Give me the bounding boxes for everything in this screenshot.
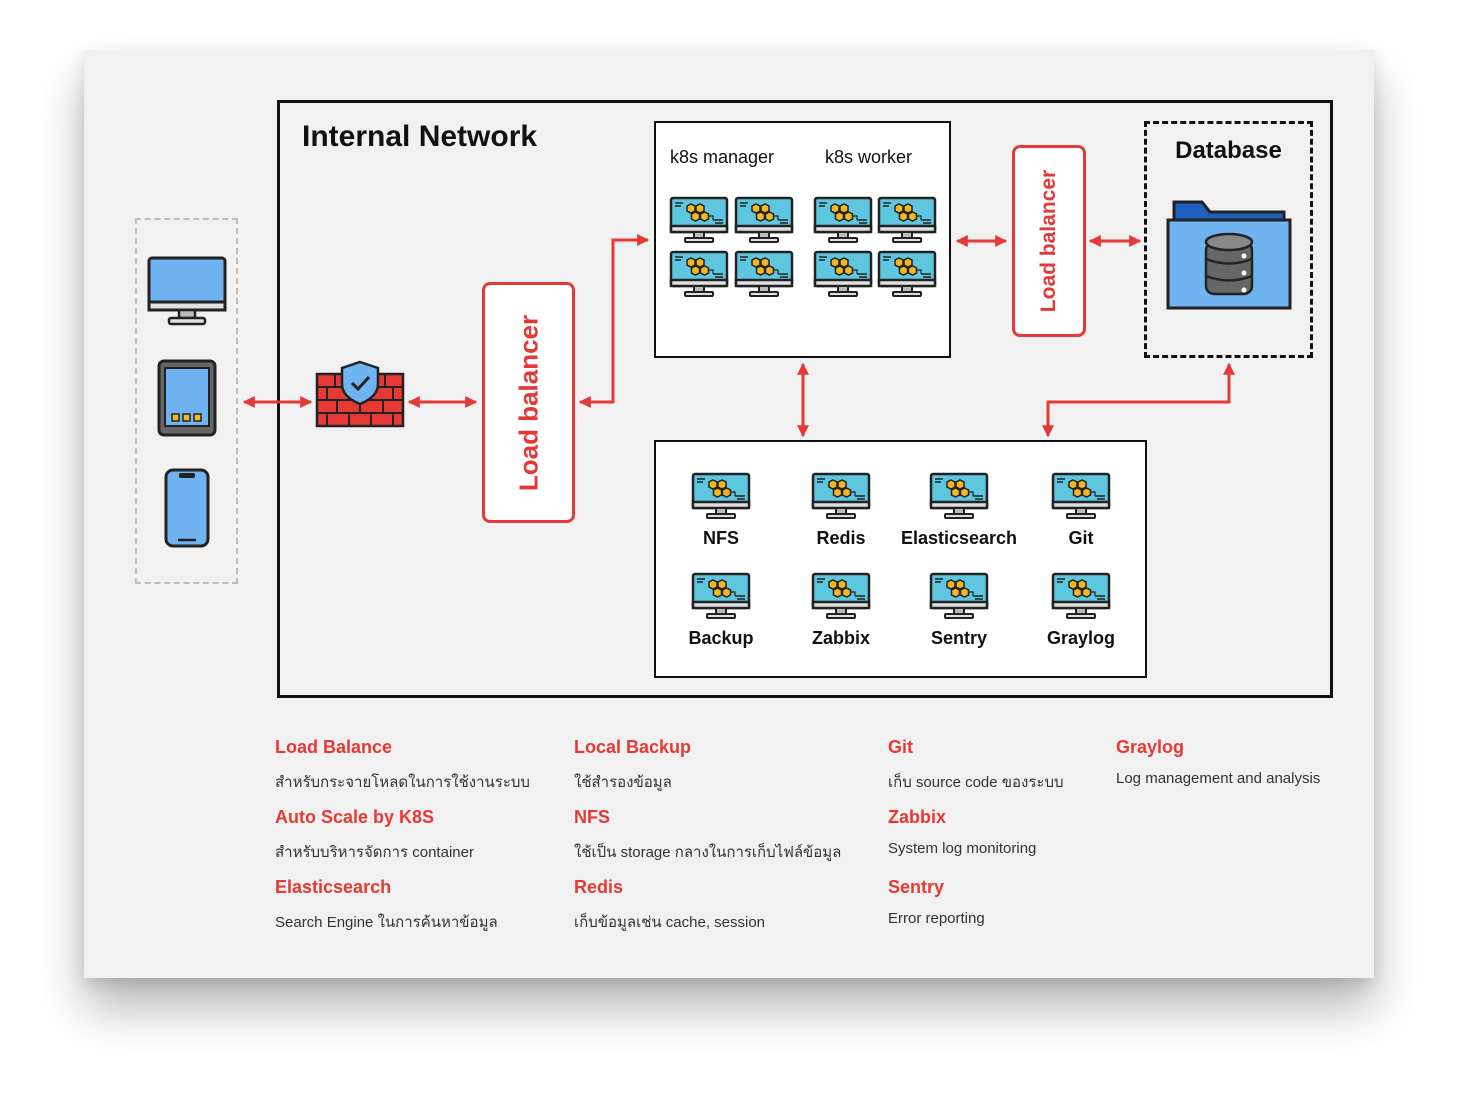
database-title: Database: [1175, 137, 1282, 164]
sentry-label: Sentry: [930, 628, 988, 648]
redis-label: Redis: [816, 528, 866, 548]
legend-desc-local-backup: ใช้สำรองข้อมูล: [574, 774, 672, 791]
elasticsearch-label: Elasticsearch: [900, 528, 1018, 548]
load-balancer-right: Load balancer: [1012, 145, 1086, 337]
legend-desc-nfs: ใช้เป็น storage กลางในการเก็บไฟล์ข้อมูล: [574, 844, 842, 861]
legend-desc-zabbix: System log monitoring: [888, 840, 1037, 857]
legend-desc-graylog: Log management and analysis: [1116, 770, 1321, 787]
legend-title-local-backup: Local Backup: [574, 737, 692, 757]
legend-title-zabbix: Zabbix: [888, 807, 947, 827]
client-devices-group: [135, 218, 238, 584]
legend-title-elasticsearch: Elasticsearch: [275, 877, 392, 897]
legend-title-sentry: Sentry: [888, 877, 945, 897]
legend-title-nfs: NFS: [574, 807, 610, 827]
backup-label: Backup: [688, 628, 754, 648]
desktop-icon: [147, 256, 227, 326]
k8s-worker-label: k8s worker: [825, 147, 913, 167]
legend-desc-auto-scale-by-k8s: สำหรับบริหารจัดการ container: [275, 844, 474, 861]
firewall-icon: [315, 360, 405, 428]
legend-desc-redis: เก็บข้อมูลเช่น cache, session: [574, 914, 766, 931]
k8s-manager-label: k8s manager: [670, 147, 775, 167]
git-label: Git: [1068, 528, 1094, 548]
legend-desc-load-balance: สำหรับกระจายโหลดในการใช้งานระบบ: [275, 774, 530, 791]
zabbix-label: Zabbix: [811, 628, 870, 648]
legend-title-redis: Redis: [574, 877, 624, 897]
legend-desc-git: เก็บ source code ของระบบ: [888, 774, 1064, 791]
internal-network-title: Internal Network: [302, 120, 538, 153]
legend-title-load-balance: Load Balance: [275, 737, 393, 757]
database-box: [1144, 121, 1313, 358]
graylog-label: Graylog: [1046, 628, 1116, 648]
arrow-lb-k8s: [578, 234, 650, 408]
phone-icon: [164, 468, 210, 548]
nfs-label: NFS: [703, 528, 739, 548]
legend-desc-elasticsearch: Search Engine ในการค้นหาข้อมูล: [275, 914, 498, 931]
tablet-icon: [157, 359, 217, 437]
legend-title-graylog: Graylog: [1116, 737, 1185, 757]
legend-title-git: Git: [888, 737, 913, 757]
database-folder-icon: [1166, 200, 1292, 310]
load-balancer-left: Load balancer: [482, 282, 575, 523]
arrow-services-db: [1042, 362, 1235, 438]
legend-desc-sentry: Error reporting: [888, 910, 985, 927]
legend-title-auto-scale-by-k8s: Auto Scale by K8S: [275, 807, 435, 827]
